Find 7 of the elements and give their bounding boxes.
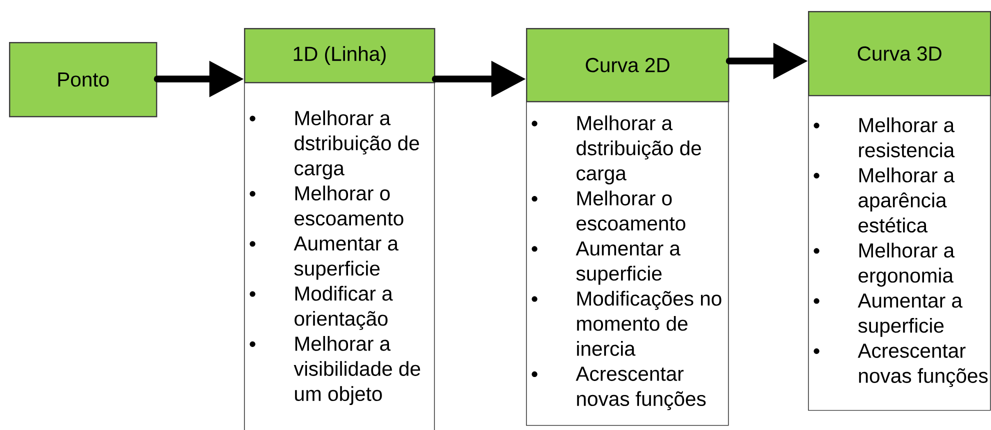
bullet-list-box: Melhorar a dstribuição de carga Melhorar o escoamento Aumentar a superficie Modificar a orientação Melhorar a visibilidade de um objeto xyxy=(244,82,435,430)
header-box: Ponto xyxy=(9,42,158,118)
header-box: 1D (Linha) xyxy=(244,28,436,84)
header-box: Curva 2D xyxy=(526,28,730,102)
bullet-list-box: Melhorar a dstribuição de carga Melhorar o escoamento Aumentar a superficie Modificações no momento de inercia Acrescentar novas funções xyxy=(526,101,729,426)
header-box: Curva 3D xyxy=(808,11,991,96)
bullet-list-box: Melhorar a resistencia Melhorar a aparência estética Melhorar a ergonomia Aumentar a superficie Acrescentar novas funções xyxy=(808,95,991,411)
